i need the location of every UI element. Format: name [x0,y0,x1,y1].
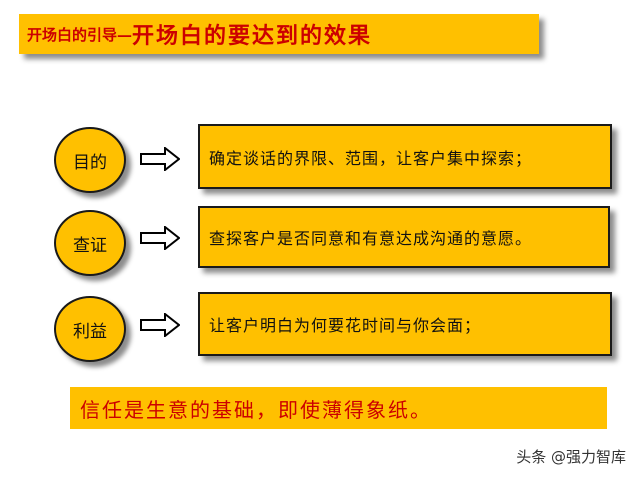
watermark: 头条 @强力智库 [516,448,626,466]
circle-purpose: 目的 [54,127,126,193]
right-arrow-icon [140,313,180,337]
circle-label: 目的 [73,152,107,173]
right-arrow-icon [140,147,180,171]
circle-verify: 查证 [54,210,126,276]
box-text: 确定谈话的界限、范围，让客户集中探索； [209,148,533,168]
title-small: 开场白的引导— [27,25,133,44]
text-box-benefit: 让客户明白为何要花时间与你会面； [198,292,612,356]
text-box-verify: 查探客户是否同意和有意达成沟通的意愿。 [198,206,610,268]
right-arrow-icon [140,226,180,250]
text-box-purpose: 确定谈话的界限、范围，让客户集中探索； [198,124,612,189]
footer-text: 信任是生意的基础，即使薄得象纸。 [80,397,432,422]
circle-label: 查证 [73,235,107,256]
box-text: 查探客户是否同意和有意达成沟通的意愿。 [209,229,533,248]
box-text: 让客户明白为何要花时间与你会面； [209,316,482,335]
circle-benefit: 利益 [54,296,126,362]
circle-label: 利益 [73,321,107,342]
title-bar: 开场白的引导— 开场白的要达到的效果 [19,14,539,54]
footer-statement: 信任是生意的基础，即使薄得象纸。 [70,387,607,429]
title-large: 开场白的要达到的效果 [132,23,373,49]
